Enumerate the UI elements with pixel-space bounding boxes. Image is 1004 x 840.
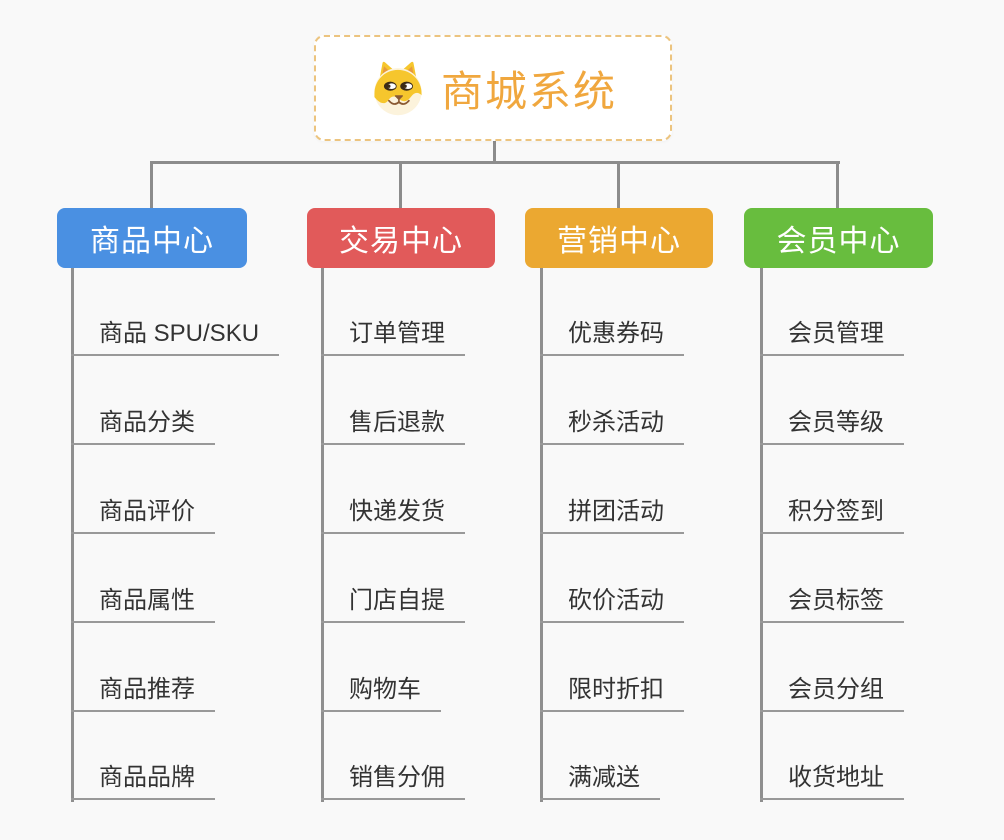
leaf-node[interactable]: 会员管理 bbox=[760, 319, 904, 356]
leaf-node[interactable]: 购物车 bbox=[321, 675, 441, 712]
leaf-node[interactable]: 销售分佣 bbox=[321, 763, 465, 800]
root-node[interactable]: 商城系统 bbox=[314, 35, 672, 141]
leaf-node[interactable]: 优惠券码 bbox=[540, 319, 684, 356]
column-line bbox=[71, 268, 74, 802]
column-line bbox=[321, 268, 324, 802]
root-stem-connector bbox=[493, 140, 496, 163]
leaf-node[interactable]: 限时折扣 bbox=[540, 675, 684, 712]
branch-label: 商品中心 bbox=[90, 225, 214, 258]
branch-label: 营销中心 bbox=[557, 225, 681, 258]
leaf-node[interactable]: 商品属性 bbox=[71, 586, 215, 623]
branch-drop-connector bbox=[150, 163, 153, 208]
column-line bbox=[760, 268, 763, 802]
leaf-node[interactable]: 商品评价 bbox=[71, 497, 215, 534]
leaf-node[interactable]: 积分签到 bbox=[760, 497, 904, 534]
leaf-node[interactable]: 商品推荐 bbox=[71, 675, 215, 712]
column-line bbox=[540, 268, 543, 802]
shiba-dog-icon bbox=[374, 61, 422, 116]
leaf-node[interactable]: 商品分类 bbox=[71, 408, 215, 445]
branch-box-product-center[interactable]: 商品中心 bbox=[57, 208, 247, 268]
branch-label: 会员中心 bbox=[776, 225, 901, 258]
leaf-node[interactable]: 订单管理 bbox=[321, 319, 465, 356]
leaf-node[interactable]: 砍价活动 bbox=[540, 586, 684, 623]
branch-box-member-center[interactable]: 会员中心 bbox=[744, 208, 933, 268]
root-title: 商城系统 bbox=[440, 67, 617, 115]
branch-drop-connector bbox=[617, 163, 620, 208]
leaf-node[interactable]: 拼团活动 bbox=[540, 497, 684, 534]
leaf-node[interactable]: 会员分组 bbox=[760, 675, 904, 712]
leaf-node[interactable]: 商品品牌 bbox=[71, 763, 215, 800]
branch-label: 交易中心 bbox=[339, 225, 463, 258]
leaf-node[interactable]: 商品 SPU/SKU bbox=[71, 319, 280, 356]
leaf-node[interactable]: 会员等级 bbox=[760, 408, 904, 445]
leaf-node[interactable]: 满减送 bbox=[540, 763, 660, 800]
leaf-node[interactable]: 快递发货 bbox=[321, 497, 465, 534]
leaf-node[interactable]: 秒杀活动 bbox=[540, 408, 684, 445]
leaf-node[interactable]: 门店自提 bbox=[321, 586, 465, 623]
leaf-node[interactable]: 售后退款 bbox=[321, 408, 465, 445]
branch-box-trade-center[interactable]: 交易中心 bbox=[307, 208, 495, 268]
branch-drop-connector bbox=[399, 163, 402, 208]
branch-drop-connector bbox=[836, 163, 839, 208]
branch-box-marketing-center[interactable]: 营销中心 bbox=[525, 208, 713, 268]
leaf-node[interactable]: 收货地址 bbox=[760, 763, 904, 800]
leaf-node[interactable]: 会员标签 bbox=[760, 586, 904, 623]
branch-bus-connector bbox=[150, 161, 840, 164]
